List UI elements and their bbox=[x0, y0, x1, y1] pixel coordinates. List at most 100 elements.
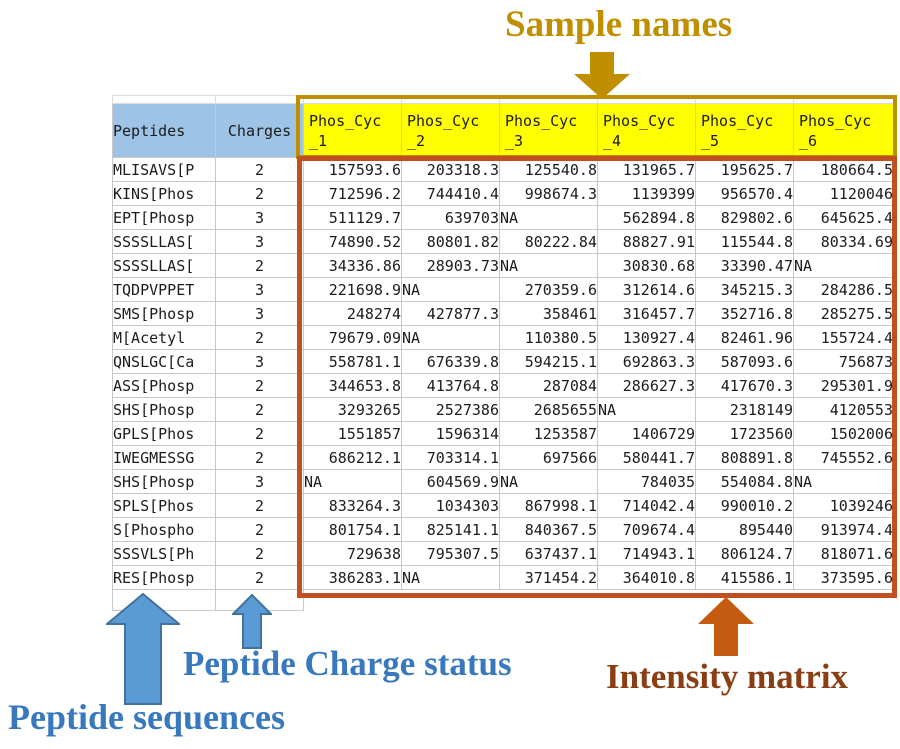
value-cell[interactable]: 155724.4 bbox=[793, 325, 894, 350]
value-cell[interactable]: 756873 bbox=[793, 349, 894, 374]
value-cell[interactable]: 2527386 bbox=[401, 397, 500, 422]
value-cell[interactable]: 744410.4 bbox=[401, 181, 500, 206]
charges-column-header[interactable]: Charges bbox=[215, 103, 304, 158]
value-cell[interactable]: 554084.8 bbox=[695, 469, 794, 494]
sample-column-header[interactable]: Phos_Cyc _5 bbox=[695, 103, 794, 158]
value-cell[interactable]: 1139399 bbox=[597, 181, 696, 206]
value-cell[interactable]: 312614.6 bbox=[597, 277, 696, 302]
value-cell[interactable]: 386283.1 bbox=[303, 565, 402, 590]
charge-cell[interactable]: 3 bbox=[215, 469, 304, 494]
value-cell[interactable]: 4120553 bbox=[793, 397, 894, 422]
value-cell[interactable]: 358461 bbox=[499, 301, 598, 326]
value-cell[interactable]: 195625.7 bbox=[695, 157, 794, 182]
value-cell[interactable]: 74890.52 bbox=[303, 229, 402, 254]
value-cell[interactable]: 203318.3 bbox=[401, 157, 500, 182]
charge-cell[interactable]: 3 bbox=[215, 229, 304, 254]
value-cell[interactable]: NA bbox=[793, 469, 894, 494]
peptide-cell[interactable]: M[Acetyl bbox=[112, 325, 216, 350]
sample-column-header[interactable]: Phos_Cyc _2 bbox=[401, 103, 500, 158]
value-cell[interactable]: 1253587 bbox=[499, 421, 598, 446]
value-cell[interactable]: 345215.3 bbox=[695, 277, 794, 302]
value-cell[interactable]: 157593.6 bbox=[303, 157, 402, 182]
value-cell[interactable]: 417670.3 bbox=[695, 373, 794, 398]
value-cell[interactable]: 270359.6 bbox=[499, 277, 598, 302]
peptide-cell[interactable]: SHS[Phosp bbox=[112, 469, 216, 494]
charge-cell[interactable]: 2 bbox=[215, 445, 304, 470]
value-cell[interactable]: 714943.1 bbox=[597, 541, 696, 566]
value-cell[interactable]: 1502006 bbox=[793, 421, 894, 446]
sample-column-header[interactable]: Phos_Cyc _6 bbox=[793, 103, 894, 158]
value-cell[interactable]: 867998.1 bbox=[499, 493, 598, 518]
value-cell[interactable]: 373595.6 bbox=[793, 565, 894, 590]
value-cell[interactable]: 712596.2 bbox=[303, 181, 402, 206]
value-cell[interactable]: 833264.3 bbox=[303, 493, 402, 518]
value-cell[interactable]: 692863.3 bbox=[597, 349, 696, 374]
value-cell[interactable]: 1551857 bbox=[303, 421, 402, 446]
charge-cell[interactable]: 2 bbox=[215, 493, 304, 518]
value-cell[interactable]: 511129.7 bbox=[303, 205, 402, 230]
value-cell[interactable]: 895440 bbox=[695, 517, 794, 542]
value-cell[interactable]: NA bbox=[597, 397, 696, 422]
value-cell[interactable]: 33390.47 bbox=[695, 253, 794, 278]
value-cell[interactable]: 110380.5 bbox=[499, 325, 598, 350]
value-cell[interactable]: 427877.3 bbox=[401, 301, 500, 326]
value-cell[interactable]: 34336.86 bbox=[303, 253, 402, 278]
peptide-cell[interactable]: SSSSLLAS[ bbox=[112, 229, 216, 254]
value-cell[interactable]: 795307.5 bbox=[401, 541, 500, 566]
value-cell[interactable]: 709674.4 bbox=[597, 517, 696, 542]
value-cell[interactable]: 80222.84 bbox=[499, 229, 598, 254]
value-cell[interactable]: 286627.3 bbox=[597, 373, 696, 398]
value-cell[interactable]: 125540.8 bbox=[499, 157, 598, 182]
value-cell[interactable]: 344653.8 bbox=[303, 373, 402, 398]
value-cell[interactable]: 221698.9 bbox=[303, 277, 402, 302]
value-cell[interactable]: 825141.1 bbox=[401, 517, 500, 542]
value-cell[interactable]: 82461.96 bbox=[695, 325, 794, 350]
peptide-cell[interactable]: ASS[Phosp bbox=[112, 373, 216, 398]
value-cell[interactable]: 745552.6 bbox=[793, 445, 894, 470]
value-cell[interactable]: NA bbox=[401, 277, 500, 302]
peptide-cell[interactable]: IWEGMESSG bbox=[112, 445, 216, 470]
value-cell[interactable]: 352716.8 bbox=[695, 301, 794, 326]
value-cell[interactable]: NA bbox=[499, 253, 598, 278]
value-cell[interactable]: 558781.1 bbox=[303, 349, 402, 374]
value-cell[interactable]: NA bbox=[401, 325, 500, 350]
value-cell[interactable]: 913974.4 bbox=[793, 517, 894, 542]
value-cell[interactable]: 956570.4 bbox=[695, 181, 794, 206]
value-cell[interactable]: 580441.7 bbox=[597, 445, 696, 470]
value-cell[interactable]: 840367.5 bbox=[499, 517, 598, 542]
value-cell[interactable]: 28903.73 bbox=[401, 253, 500, 278]
value-cell[interactable]: 808891.8 bbox=[695, 445, 794, 470]
value-cell[interactable]: 818071.6 bbox=[793, 541, 894, 566]
value-cell[interactable]: 714042.4 bbox=[597, 493, 696, 518]
value-cell[interactable]: NA bbox=[401, 565, 500, 590]
sample-column-header[interactable]: Phos_Cyc _3 bbox=[499, 103, 598, 158]
value-cell[interactable]: 130927.4 bbox=[597, 325, 696, 350]
value-cell[interactable]: 364010.8 bbox=[597, 565, 696, 590]
value-cell[interactable]: 80334.69 bbox=[793, 229, 894, 254]
value-cell[interactable]: 80801.82 bbox=[401, 229, 500, 254]
sample-column-header[interactable]: Phos_Cyc _1 bbox=[303, 103, 402, 158]
sample-column-header[interactable]: Phos_Cyc _4 bbox=[597, 103, 696, 158]
value-cell[interactable]: 415586.1 bbox=[695, 565, 794, 590]
value-cell[interactable]: 1596314 bbox=[401, 421, 500, 446]
value-cell[interactable]: 1120046 bbox=[793, 181, 894, 206]
charge-cell[interactable]: 2 bbox=[215, 541, 304, 566]
value-cell[interactable]: 645625.4 bbox=[793, 205, 894, 230]
value-cell[interactable]: 180664.5 bbox=[793, 157, 894, 182]
value-cell[interactable]: 676339.8 bbox=[401, 349, 500, 374]
charge-cell[interactable]: 3 bbox=[215, 349, 304, 374]
value-cell[interactable]: 998674.3 bbox=[499, 181, 598, 206]
value-cell[interactable]: 604569.9 bbox=[401, 469, 500, 494]
value-cell[interactable]: 131965.7 bbox=[597, 157, 696, 182]
value-cell[interactable]: 729638 bbox=[303, 541, 402, 566]
value-cell[interactable]: 1039246 bbox=[793, 493, 894, 518]
peptide-cell[interactable]: S[Phospho bbox=[112, 517, 216, 542]
value-cell[interactable]: 806124.7 bbox=[695, 541, 794, 566]
charge-cell[interactable]: 2 bbox=[215, 565, 304, 590]
peptide-cell[interactable]: GPLS[Phos bbox=[112, 421, 216, 446]
value-cell[interactable]: 1723560 bbox=[695, 421, 794, 446]
charge-cell[interactable]: 2 bbox=[215, 253, 304, 278]
peptide-cell[interactable]: TQDPVPPET bbox=[112, 277, 216, 302]
charge-cell[interactable]: 3 bbox=[215, 301, 304, 326]
value-cell[interactable]: 829802.6 bbox=[695, 205, 794, 230]
